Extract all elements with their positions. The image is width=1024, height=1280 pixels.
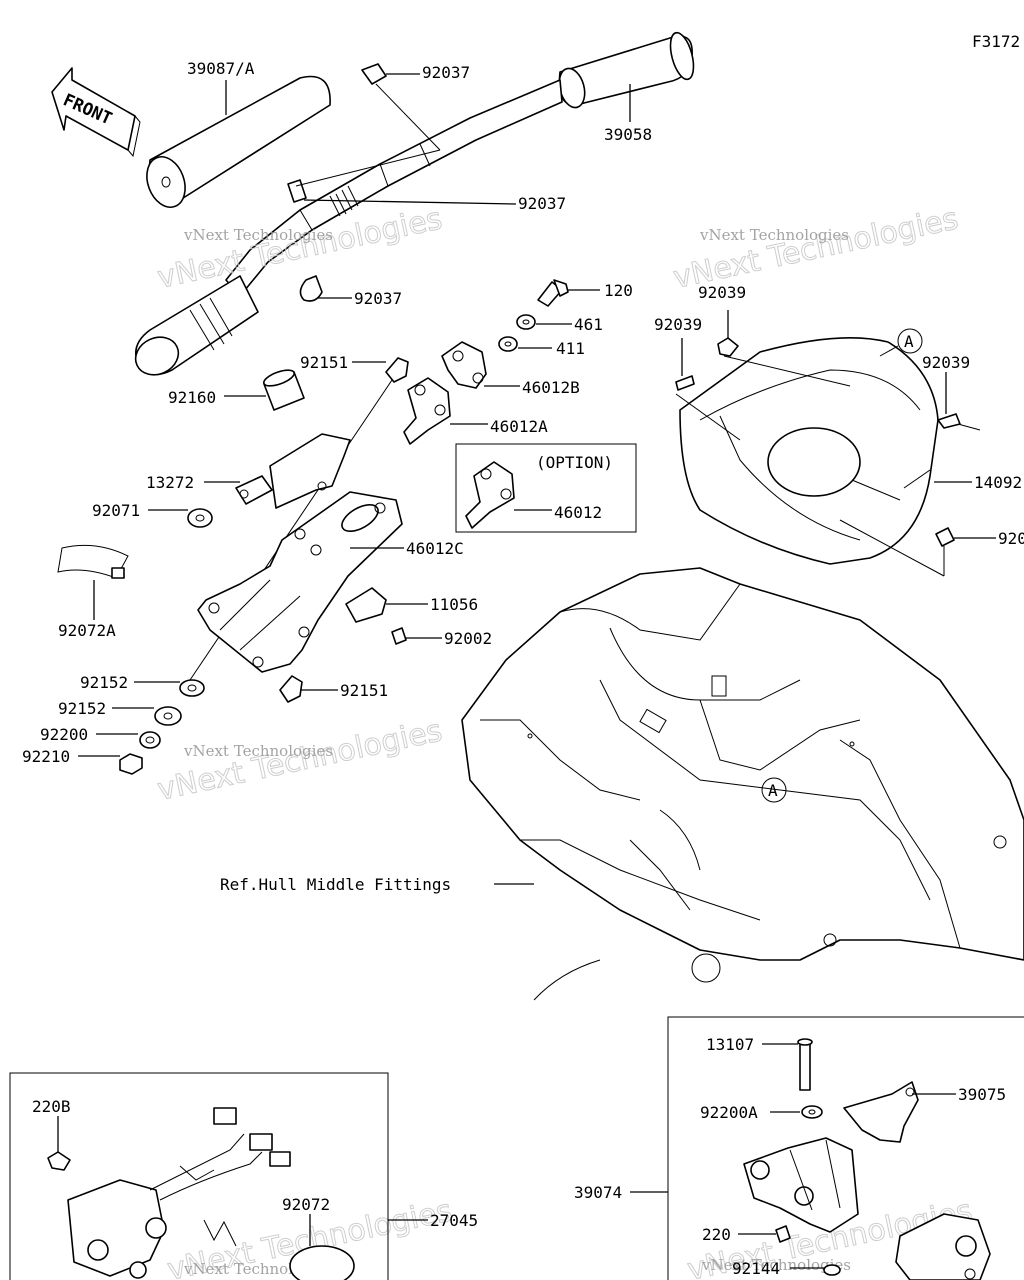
grommet-92071 (148, 508, 213, 528)
clip-92037-low (299, 275, 352, 302)
label-220B: 220B (32, 1097, 71, 1116)
svg-text:vNext Technologies: vNext Technologies (699, 226, 849, 244)
label-27045: 27045 (430, 1211, 478, 1230)
label-120: 120 (604, 281, 633, 300)
svg-text:vNext Technologies: vNext Technologies (183, 226, 333, 244)
label-92151-b: 92151 (340, 681, 388, 700)
label-92039-c: 92039 (922, 353, 970, 372)
svg-text:vNext Technologies: vNext Technologies (183, 742, 333, 760)
bushing-92160 (224, 369, 305, 411)
label-46012: 46012 (554, 503, 602, 522)
label-92144: 92144 (732, 1259, 780, 1278)
label-11056: 11056 (430, 595, 478, 614)
option-label: (OPTION) (536, 453, 613, 472)
label-92037-c: 92037 (354, 289, 402, 308)
option-box: (OPTION) (455, 443, 637, 533)
bracket-11056 (345, 587, 428, 623)
label-92072A: 92072A (58, 621, 116, 640)
watermark-3: vNext Technologies vNext Technologies (154, 713, 446, 809)
switch-box-panel (9, 1072, 428, 1280)
rivet-92039-c (937, 372, 981, 431)
label-92160: 92160 (168, 388, 216, 407)
label-92152-a: 92152 (80, 673, 128, 692)
label-92200A: 92200A (700, 1103, 758, 1122)
label-461: 461 (574, 315, 603, 334)
front-arrow-icon: FRONT (51, 67, 141, 158)
bolt-120 (537, 279, 600, 307)
svg-text:vNext Technologies: vNext Technologies (701, 1256, 851, 1274)
switch-assembly (67, 1107, 291, 1279)
label-92071: 92071 (92, 501, 140, 520)
rivet-92039-a (717, 310, 851, 387)
label-220: 220 (702, 1225, 731, 1244)
clamp-46012A (403, 377, 488, 445)
label-92072: 92072 (282, 1195, 330, 1214)
label-14092: 14092 (974, 473, 1022, 492)
washer-461 (516, 314, 572, 330)
label-92037-b: 92037 (518, 194, 566, 213)
rivet-920 (839, 519, 996, 577)
steering-cover-14092 (679, 336, 972, 565)
bolt-92151-low (279, 675, 338, 703)
steering-holder-46012C (197, 491, 404, 673)
label-46012A: 46012A (490, 417, 548, 436)
handlebar (134, 31, 695, 376)
clip-92037-top (361, 63, 441, 151)
label-92002: 92002 (444, 629, 492, 648)
washer-92152-b (112, 706, 182, 726)
svg-text:vNext Technologies: vNext Technologies (670, 201, 961, 296)
washer-92200A (770, 1105, 823, 1119)
part-92144 (790, 1264, 841, 1276)
clamp-band-92072 (289, 1214, 355, 1280)
lever-39075 (843, 1081, 956, 1143)
watermark-2: vNext Technologies vNext Technologies (670, 201, 962, 297)
label-411: 411 (556, 339, 585, 358)
label-39074: 39074 (574, 1183, 622, 1202)
washer-92152-a (134, 679, 205, 697)
clamp-band-92072A (57, 544, 129, 620)
callout-A-upper-label: A (904, 332, 914, 351)
screw-92002 (391, 627, 442, 645)
ref-note: Ref.Hull Middle Fittings (220, 875, 451, 894)
label-92037-a: 92037 (422, 63, 470, 82)
label-92039-a: 92039 (698, 283, 746, 302)
pin-13107 (762, 1038, 813, 1091)
label-92210: 92210 (22, 747, 70, 766)
bracket-body (743, 1137, 991, 1280)
washer-92200 (96, 731, 161, 749)
handlebar-pad (146, 75, 331, 208)
label-92200: 92200 (40, 725, 88, 744)
label-39087A: 39087/A (187, 59, 255, 78)
label-920: 920 (998, 529, 1024, 548)
bracket-13272 (204, 433, 351, 509)
hull-middle-fittings (461, 567, 1024, 1001)
label-46012C: 46012C (406, 539, 464, 558)
svg-text:vNext Technologies: vNext Technologies (154, 713, 445, 808)
label-46012B: 46012B (522, 378, 580, 397)
label-92039-b: 92039 (654, 315, 702, 334)
callout-A-lower: A (761, 777, 787, 803)
clip-92037-mid (287, 149, 517, 205)
callout-A-lower-label: A (768, 781, 778, 800)
screw-220B (47, 1116, 71, 1171)
label-92151-a: 92151 (300, 353, 348, 372)
rivet-92039-b (675, 338, 741, 441)
label-92152-b: 92152 (58, 699, 106, 718)
washer-411 (498, 336, 552, 352)
callout-A-upper: A (879, 328, 923, 357)
nut-92210 (78, 753, 143, 775)
clamp-46012B (441, 341, 520, 389)
label-13272: 13272 (146, 473, 194, 492)
screw-220 (738, 1225, 791, 1243)
steering-bracket-panel (630, 1016, 1024, 1280)
label-39058: 39058 (604, 125, 652, 144)
figure-code: F3172 (972, 32, 1020, 51)
label-39075: 39075 (958, 1085, 1006, 1104)
label-13107: 13107 (706, 1035, 754, 1054)
